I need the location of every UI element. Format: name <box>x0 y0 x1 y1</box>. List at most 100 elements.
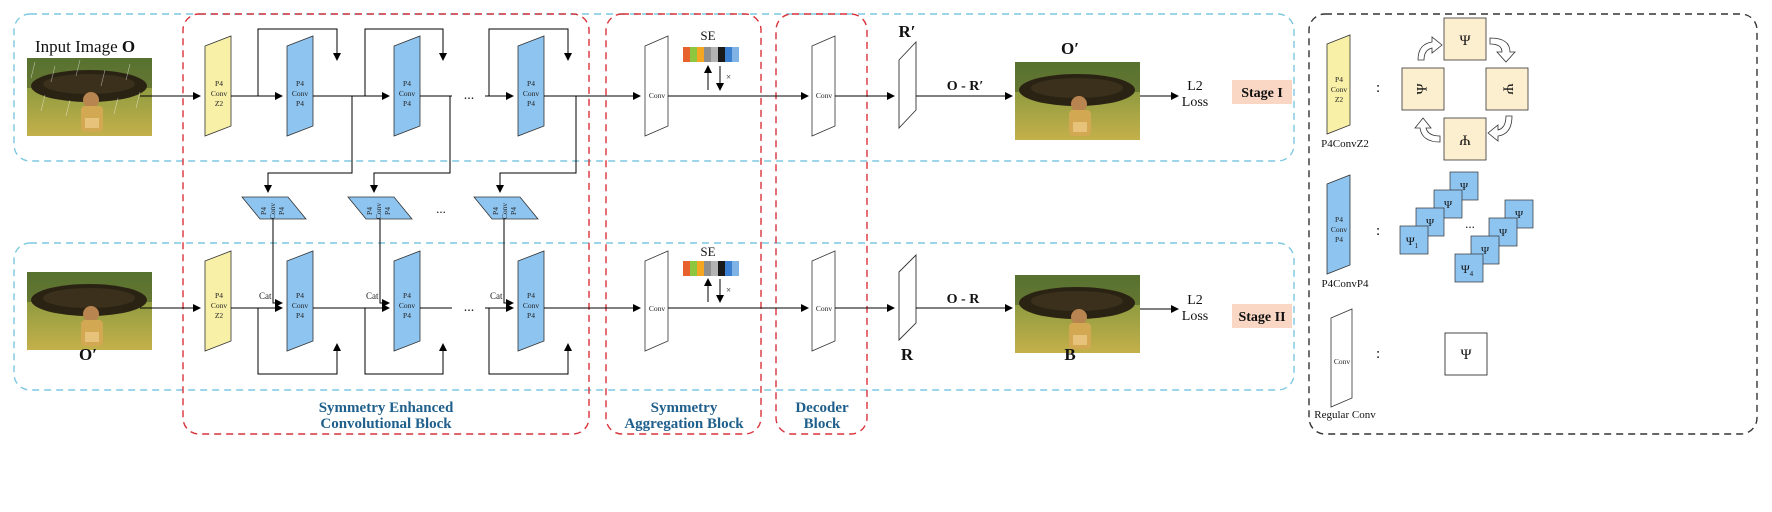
svg-text:P4: P4 <box>527 79 535 88</box>
p4convp4-layer-stage2-c: P4 Conv P4 <box>517 250 545 352</box>
legend-regular-conv-icon: Conv <box>1330 308 1353 408</box>
aggregation-block-frame <box>605 13 762 435</box>
legend-colon-3: : <box>1376 346 1380 362</box>
svg-text:Conv: Conv <box>1331 85 1348 94</box>
p4convp4-layer-stage2-a: P4 Conv P4 <box>286 250 314 352</box>
svg-text:P4: P4 <box>383 207 392 215</box>
input-image-label: Input Image O <box>35 37 135 56</box>
svg-text:Ψ: Ψ <box>1500 83 1516 95</box>
svg-text:Ψ4: Ψ4 <box>1461 262 1474 278</box>
derained-output-stage2 <box>1015 275 1140 353</box>
svg-text:Conv: Conv <box>374 203 383 220</box>
se-channel-cell <box>711 261 718 276</box>
o-minus-r-prime-label: O - R′ <box>947 79 984 94</box>
svg-text:P4: P4 <box>296 99 304 108</box>
se-label-stage1: SE <box>700 28 715 43</box>
legend-frame <box>1308 13 1758 435</box>
svg-text:Ψ1: Ψ1 <box>1406 234 1419 250</box>
svg-text:Ψ: Ψ <box>1481 245 1490 257</box>
stage-one-badge <box>1232 80 1292 104</box>
times-stage2: × <box>726 285 731 295</box>
svg-text:Z2: Z2 <box>215 99 224 108</box>
svg-text:Z2: Z2 <box>215 311 224 320</box>
svg-text:Conv: Conv <box>1334 357 1351 366</box>
svg-text:Conv: Conv <box>649 91 666 100</box>
svg-text:Ψ: Ψ <box>1426 217 1435 229</box>
svg-text:Ψ: Ψ <box>1515 209 1524 221</box>
svg-text:P4: P4 <box>365 207 374 215</box>
symmetry-enhanced-block-frame <box>182 13 590 435</box>
o-prime-label: O′ <box>1061 39 1079 58</box>
svg-text:P4: P4 <box>1335 235 1343 244</box>
se-bar-stage1 <box>683 47 739 62</box>
svg-text:P4: P4 <box>296 311 304 320</box>
svg-text:Conv: Conv <box>268 203 277 220</box>
aggregation-conv-stage2: Conv <box>644 250 669 352</box>
stage-one-frame <box>13 13 1295 162</box>
legend-p4convz2-icon: P4 Conv Z2 <box>1326 34 1351 135</box>
svg-text:Conv: Conv <box>816 304 833 313</box>
stage-two-text: Stage II <box>1238 310 1285 325</box>
loss-label-stage1-b: Loss <box>1182 95 1208 110</box>
sec-title-2: Convolutional Block <box>320 416 452 432</box>
svg-text:P4: P4 <box>527 99 535 108</box>
svg-text:Z2: Z2 <box>1335 95 1344 104</box>
legend-colon-2: : <box>1376 223 1380 239</box>
se-channel-cell <box>690 261 697 276</box>
svg-text:Conv: Conv <box>399 301 416 310</box>
legend-p4convz2-label: P4ConvZ2 <box>1321 138 1369 150</box>
r-prime-map <box>898 40 917 130</box>
legend-p4convp4-label: P4ConvP4 <box>1321 278 1369 290</box>
decoder-block-frame <box>775 13 868 435</box>
derained-output-stage1 <box>1015 62 1140 140</box>
rain-overlay <box>30 59 141 117</box>
middle-p4convp4-a: P4 Conv P4 <box>241 196 307 220</box>
regular-kernel-box <box>1444 332 1488 376</box>
loss-label-stage1-a: L2 <box>1187 79 1203 94</box>
stage2-input-label: O′ <box>79 345 97 364</box>
svg-text:Ψ: Ψ <box>1459 132 1471 148</box>
aggregation-conv-stage1: Conv <box>644 35 669 137</box>
se-channel-cell <box>704 47 711 62</box>
stage2-input-image <box>27 272 152 350</box>
loss-label-stage2-b: Loss <box>1182 309 1208 324</box>
svg-text:P4: P4 <box>259 207 268 215</box>
stage-two-frame <box>13 242 1295 391</box>
svg-text:Conv: Conv <box>211 89 228 98</box>
se-channel-cell <box>718 261 725 276</box>
dec-title-1: Decoder <box>795 400 849 416</box>
ellipsis-stage2: ... <box>464 300 475 315</box>
se-channel-cell <box>683 47 690 62</box>
sab-title-1: Symmetry <box>651 400 718 416</box>
svg-text:Ψ: Ψ <box>1459 33 1471 49</box>
svg-text:P4: P4 <box>509 207 518 215</box>
legend-ellipsis: ... <box>1465 216 1475 231</box>
p4convz2-layer-stage2: P4 Conv Z2 <box>204 250 232 352</box>
svg-text:Conv: Conv <box>292 89 309 98</box>
group-conv-stack-left: Ψ Ψ Ψ Ψ1 <box>1399 171 1479 255</box>
svg-text:Conv: Conv <box>292 301 309 310</box>
se-channel-cell <box>725 47 732 62</box>
svg-text:Ψ: Ψ <box>1414 83 1430 95</box>
svg-text:Conv: Conv <box>523 301 540 310</box>
se-label-stage2: SE <box>700 244 715 259</box>
rotation-group-diagram: Ψ Ψ Ψ Ψ <box>1401 17 1529 161</box>
r-map <box>898 253 917 342</box>
decoder-conv-stage2: Conv <box>811 250 836 352</box>
se-channel-cell <box>725 261 732 276</box>
o-minus-r-label: O - R <box>947 292 981 307</box>
middle-p4convp4-b: P4 Conv P4 <box>347 196 413 220</box>
se-channel-cell <box>683 261 690 276</box>
svg-text:P4: P4 <box>527 311 535 320</box>
se-channel-cell <box>711 47 718 62</box>
svg-text:P4: P4 <box>296 291 304 300</box>
loss-label-stage2-a: L2 <box>1187 293 1203 308</box>
svg-text:Conv: Conv <box>1331 225 1348 234</box>
r-prime-label: R′ <box>898 22 915 41</box>
svg-text:Conv: Conv <box>649 304 666 313</box>
se-channel-cell <box>690 47 697 62</box>
b-label: B <box>1064 345 1075 364</box>
se-channel-cell <box>718 47 725 62</box>
se-channel-cell <box>732 261 739 276</box>
